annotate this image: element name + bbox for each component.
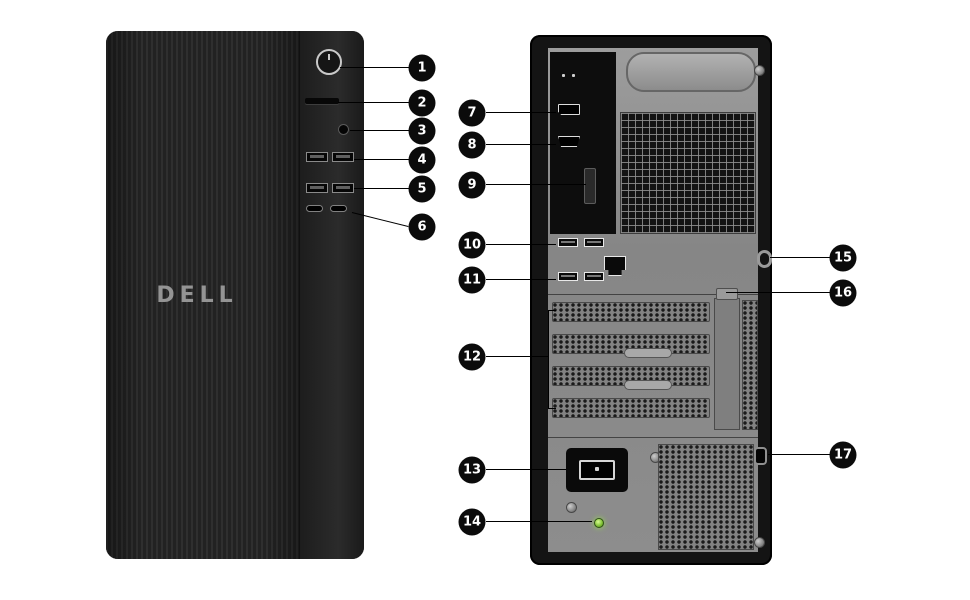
front-tower: DELL [106,31,364,559]
power-connector [566,448,628,492]
rear-usb-a-port-3 [558,272,578,281]
callout-bracket-12-top [548,310,556,311]
callout-line-16 [726,292,830,293]
expansion-slot-1 [552,302,710,322]
callout-line-12 [486,356,548,357]
callout-line-17 [768,454,830,455]
panel-seam-top [548,294,758,295]
padlock-ring [757,250,772,268]
displayport-port [558,104,580,115]
callout-16: 16 [829,279,857,307]
callout-line-9 [486,184,586,185]
callout-3: 3 [408,117,436,145]
front-usb-c-port-2 [330,205,347,212]
optional-port-blank [584,168,596,204]
callout-bracket-12-bottom [548,408,556,409]
slot-pull-tab-2 [624,380,672,390]
power-connector-pin [595,467,599,471]
chassis-thumbscrew-top [754,65,765,76]
callout-line-14 [486,521,592,522]
callout-10: 10 [458,231,486,259]
top-handle-recess [626,52,756,92]
power-button [316,49,342,75]
rear-usb-a-port-1 [558,238,578,247]
callout-6: 6 [408,213,436,241]
callout-7: 7 [458,99,486,127]
callout-1: 1 [408,54,436,82]
callout-bracket-12 [548,310,549,409]
front-usb-a-port-4 [332,183,354,193]
chassis-thumbscrew-bottom [754,537,765,548]
expansion-slot-4 [552,398,710,418]
callout-11: 11 [458,266,486,294]
side-vent-strip [742,300,758,430]
io-icon [572,74,575,77]
slot-retention-rail [714,298,740,430]
security-cable-slot [754,447,767,465]
front-usb-a-port-3 [306,183,328,193]
dell-logo: DELL [156,283,238,308]
callout-line-8 [486,144,556,145]
panel-seam-psu [548,437,758,438]
rear-usb-a-port-2 [584,238,604,247]
callout-line-15 [770,257,830,258]
callout-line-3 [350,130,409,131]
callout-line-13 [486,469,566,470]
callout-line-7 [486,112,556,113]
callout-line-10 [486,244,556,245]
callout-line-2 [338,102,409,103]
callout-line-11 [486,279,556,280]
diagnostic-led [594,518,604,528]
expansion-release-latch [716,288,738,300]
headset-jack [338,124,349,135]
psu-screw [566,502,577,513]
callout-line-5 [354,188,409,189]
io-icon [562,74,565,77]
sd-card-slot [305,98,339,104]
callout-2: 2 [408,89,436,117]
callout-13: 13 [458,456,486,484]
ethernet-port [604,256,626,276]
rear-usb-a-port-4 [584,272,604,281]
callout-5: 5 [408,175,436,203]
rear-io-panel [550,52,616,234]
callout-line-1 [340,67,409,68]
callout-12: 12 [458,343,486,371]
rear-tower [530,35,772,565]
hdmi-port [558,136,580,147]
top-vent-grille [620,112,756,234]
callout-15: 15 [829,244,857,272]
psu-vent-grille [658,444,754,550]
callout-line-4 [354,159,409,160]
front-usb-a-port-1 [306,152,328,162]
front-usb-a-port-2 [332,152,354,162]
callout-9: 9 [458,171,486,199]
callout-14: 14 [458,508,486,536]
callout-4: 4 [408,146,436,174]
rear-panel [548,48,758,552]
slot-pull-tab-1 [624,348,672,358]
front-usb-c-port-1 [306,205,323,212]
front-port-panel [299,31,364,559]
callout-8: 8 [458,131,486,159]
front-ribbed-panel [106,31,299,559]
callout-17: 17 [829,441,857,469]
